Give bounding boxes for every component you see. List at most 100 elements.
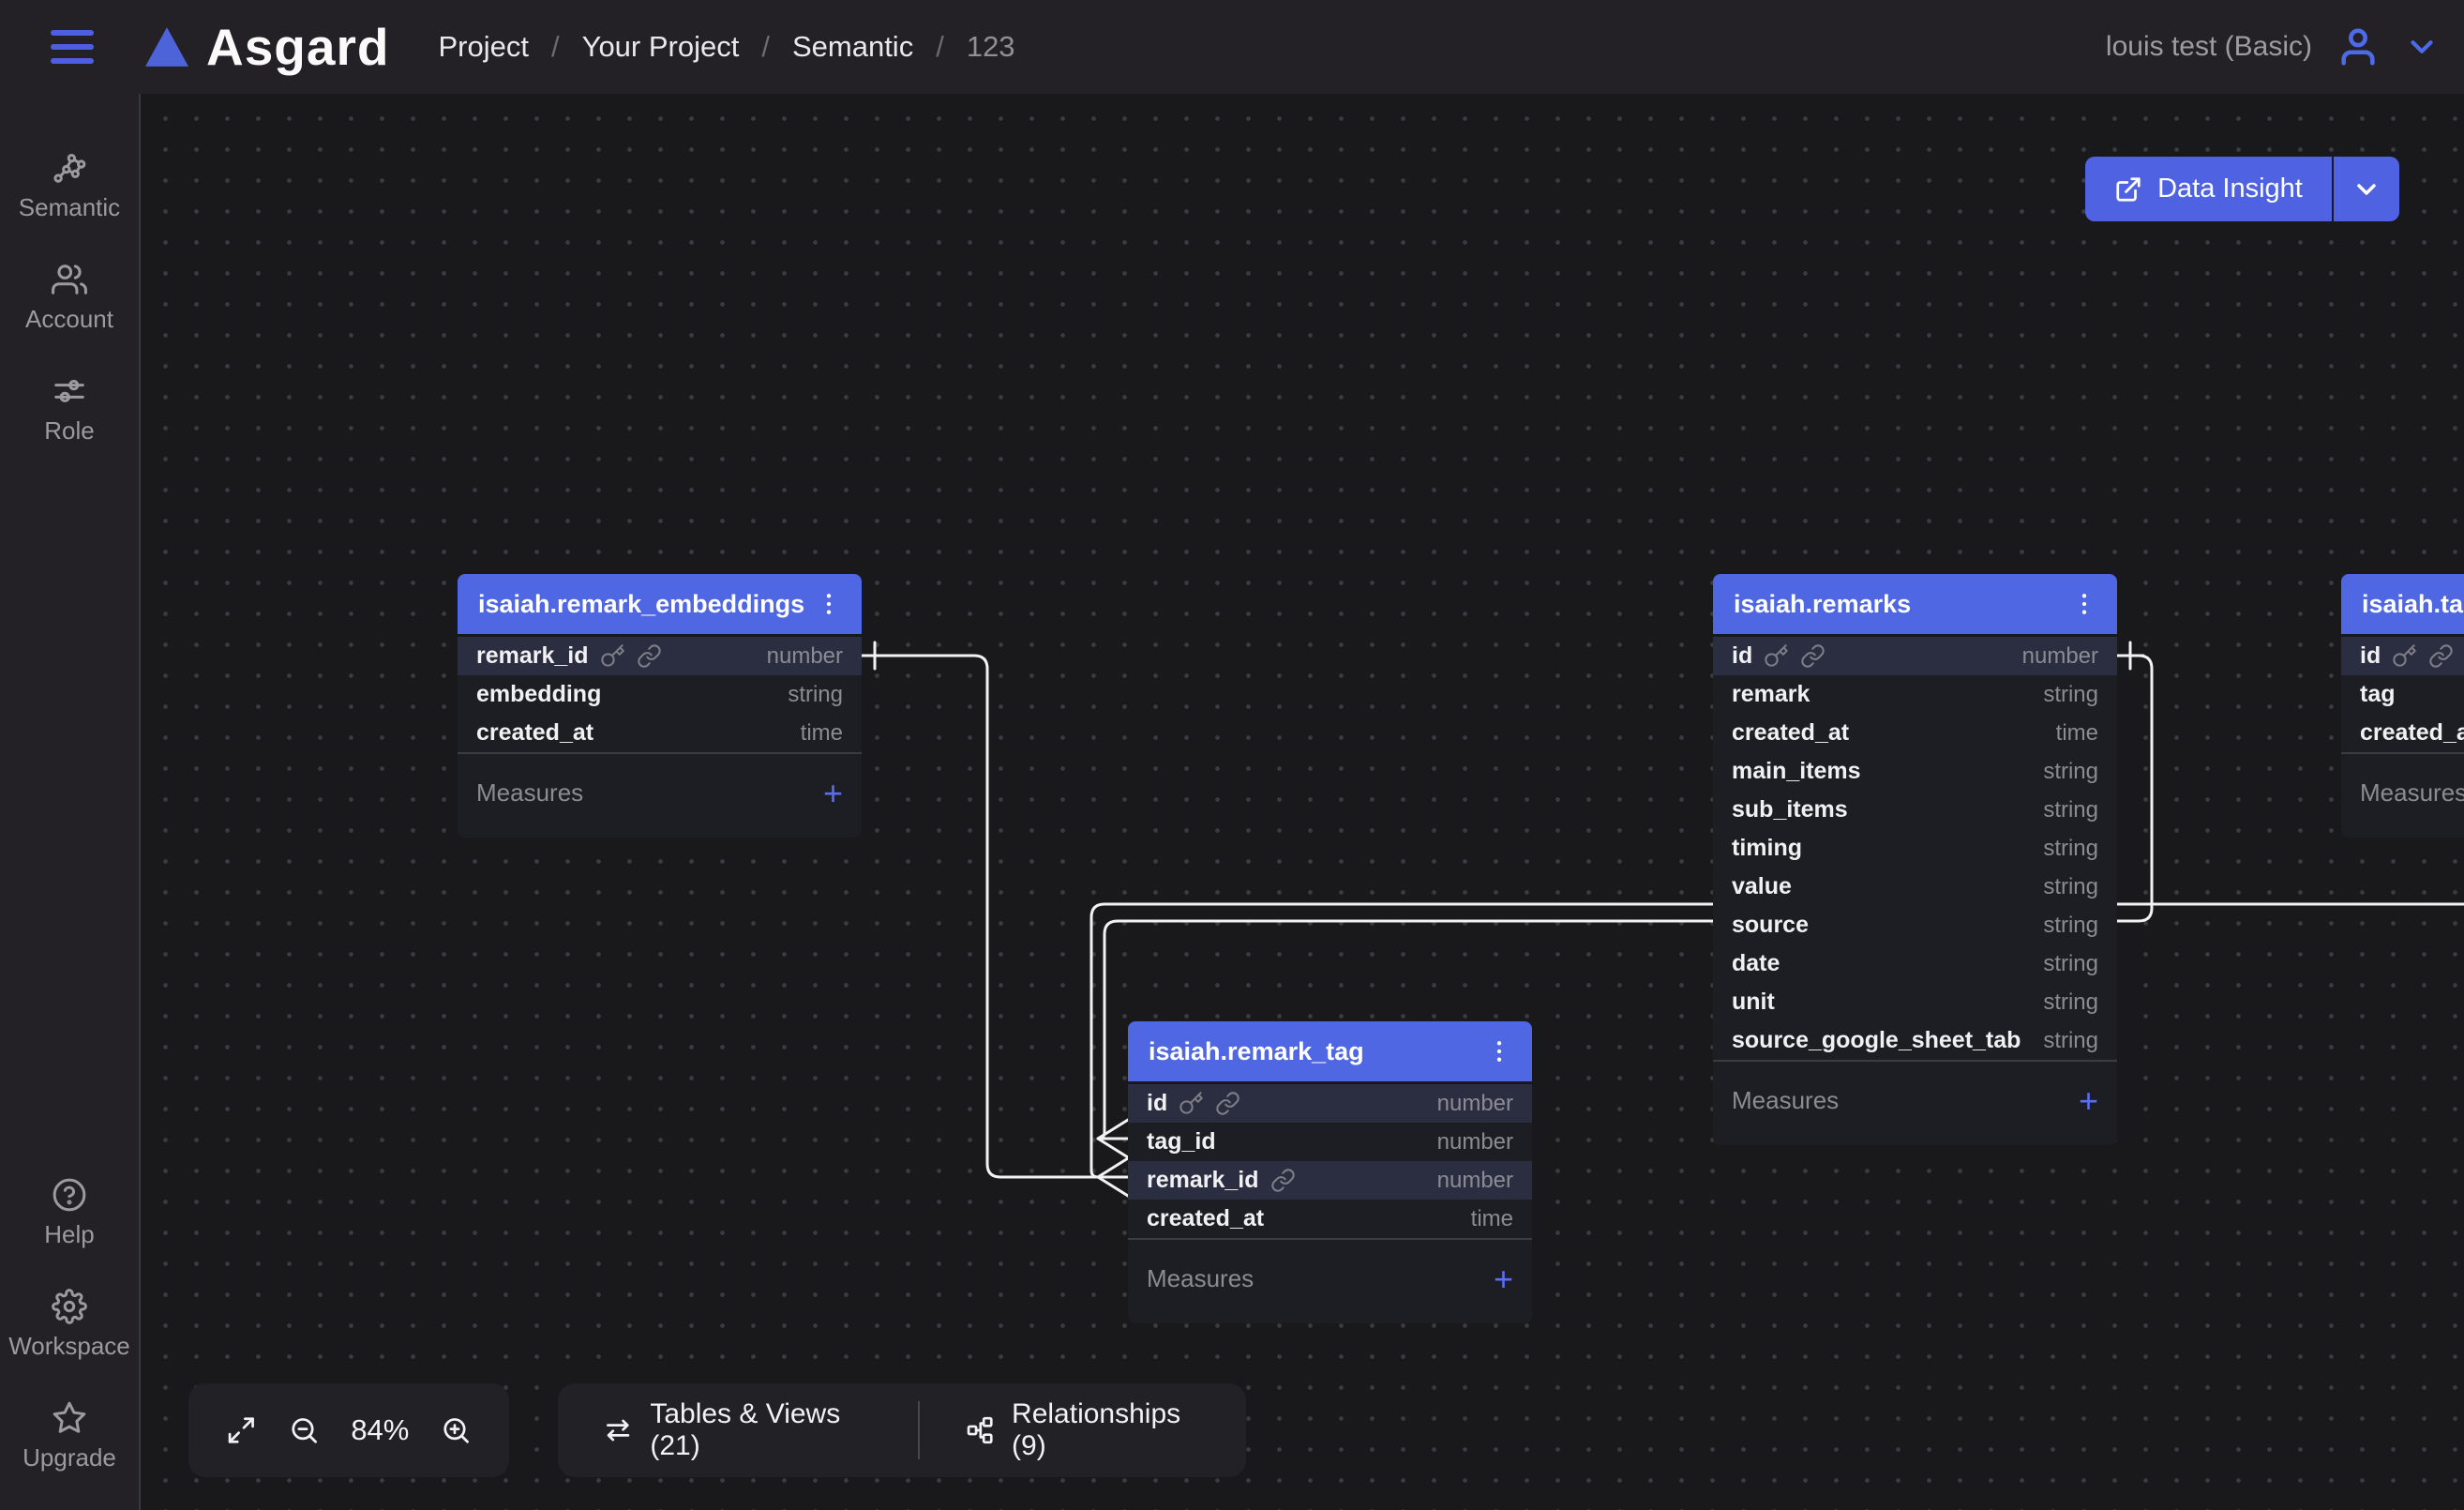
measures-label: Measures (476, 778, 584, 807)
table-card-remark-embeddings[interactable]: isaiah.remark_embeddings remark_id numbe… (458, 574, 862, 838)
kebab-menu-icon[interactable] (817, 592, 841, 616)
table-column-row[interactable]: remark string (1713, 675, 2117, 714)
foreign-key-link-icon (637, 644, 661, 668)
table-column-row[interactable]: id (2341, 637, 2464, 675)
table-header[interactable]: isaiah.tags (2341, 574, 2464, 634)
relationships-network-icon (967, 1416, 993, 1444)
data-insight-main[interactable]: Data Insight (2085, 157, 2332, 221)
table-header[interactable]: isaiah.remark_embeddings (458, 574, 862, 634)
sidebar-item-role[interactable]: Role (0, 373, 139, 445)
kebab-menu-icon[interactable] (1487, 1039, 1511, 1064)
add-measure-button[interactable]: + (2078, 1080, 2098, 1120)
breadcrumb: Project / Your Project / Semantic / 123 (439, 30, 1015, 64)
table-column-row[interactable]: timing string (1713, 829, 2117, 868)
column-name: created_at (2360, 719, 2464, 746)
data-insight-button[interactable]: Data Insight (2085, 157, 2399, 221)
table-column-row[interactable]: remark_id number (1128, 1161, 1532, 1200)
users-icon (52, 264, 87, 294)
sidebar-item-help[interactable]: Help (0, 1177, 139, 1249)
zoom-in-icon[interactable] (441, 1413, 472, 1447)
breadcrumb-separator: / (936, 30, 944, 63)
column-name: id (1732, 642, 1753, 669)
sidebar-item-upgrade[interactable]: Upgrade (0, 1400, 139, 1472)
primary-key-icon (1765, 644, 1788, 667)
table-column-row[interactable]: sub_items string (1713, 791, 2117, 829)
table-column-row[interactable]: tag_id number (1128, 1123, 1532, 1161)
measures-section: Measures + (458, 752, 862, 838)
column-type: string (788, 681, 843, 707)
diagram-canvas[interactable]: Data Insight isaiah.remark_embeddings re… (141, 94, 2464, 1510)
data-insight-dropdown[interactable] (2334, 157, 2399, 221)
table-column-row[interactable]: tag (2341, 675, 2464, 714)
table-column-row[interactable]: created_at (2341, 714, 2464, 752)
table-column-row[interactable]: created_at time (1128, 1200, 1532, 1238)
column-type: string (2043, 796, 2098, 823)
column-name: remark_id (1147, 1167, 1259, 1193)
star-icon (53, 1401, 86, 1433)
table-column-row[interactable]: unit string (1713, 983, 2117, 1021)
primary-key-icon (2393, 644, 2416, 667)
breadcrumb-your-project[interactable]: Your Project (581, 30, 740, 63)
breadcrumb-separator: / (761, 30, 770, 63)
measures-section: Measures + (1128, 1238, 1532, 1323)
column-type: number (2021, 642, 2098, 669)
column-name: value (1732, 873, 1792, 899)
add-measure-button[interactable]: + (822, 773, 843, 812)
breadcrumb-project[interactable]: Project (438, 30, 529, 63)
breadcrumb-current: 123 (966, 30, 1015, 63)
table-column-row[interactable]: id number (1713, 637, 2117, 675)
table-column-row[interactable]: embedding string (458, 675, 862, 714)
tab-tables-views[interactable]: Tables & Views (21) (603, 1398, 873, 1462)
column-name: created_at (1732, 719, 1850, 746)
column-type: string (2043, 758, 2098, 784)
user-avatar-icon[interactable] (2336, 25, 2380, 68)
edge-tags-remark-tag (1089, 902, 2464, 1179)
sidebar-item-label: Account (25, 305, 113, 333)
tab-relationships[interactable]: Relationships (9) (965, 1398, 1201, 1462)
fit-view-icon[interactable] (226, 1413, 257, 1447)
table-column-row[interactable]: date string (1713, 944, 2117, 983)
column-type: number (1436, 1128, 1513, 1155)
hamburger-menu-icon[interactable] (49, 27, 96, 67)
table-column-row[interactable]: id number (1128, 1084, 1532, 1123)
table-column-row[interactable]: created_at time (458, 714, 862, 752)
sidebar-item-label: Workspace (8, 1332, 130, 1360)
brand-name: Asgard (206, 18, 390, 76)
bottom-panel-tabs: Tables & Views (21) Relationships (9) (558, 1383, 1246, 1477)
foreign-key-link-icon (1270, 1169, 1295, 1192)
table-column-row[interactable]: created_at time (1713, 714, 2117, 752)
column-name: date (1732, 950, 1780, 976)
sidebar-item-account[interactable]: Account (0, 262, 139, 334)
table-card-remarks[interactable]: isaiah.remarks id number remark string c… (1713, 574, 2117, 1145)
primary-key-icon (600, 644, 624, 667)
table-column-row[interactable]: value string (1713, 868, 2117, 906)
table-column-row[interactable]: source_google_sheet_tab string (1713, 1021, 2117, 1060)
crow-foot-remark-id (1096, 1156, 1130, 1198)
kebab-menu-icon[interactable] (2072, 592, 2096, 616)
column-type: time (800, 719, 843, 746)
table-header[interactable]: isaiah.remarks (1713, 574, 2117, 634)
sliders-icon (54, 380, 84, 402)
user-menu[interactable]: louis test (Basic) (2106, 25, 2440, 68)
pill-divider (917, 1401, 920, 1459)
column-type: string (2043, 681, 2098, 707)
table-column-row[interactable]: remark_id number (458, 637, 862, 675)
column-type: string (2043, 835, 2098, 861)
table-header[interactable]: isaiah.remark_tag (1128, 1021, 1532, 1081)
table-column-row[interactable]: source string (1713, 906, 2117, 944)
sidebar-item-workspace[interactable]: Workspace (0, 1289, 139, 1361)
sidebar-item-semantic[interactable]: Semantic (0, 150, 139, 222)
data-insight-label: Data Insight (2157, 174, 2303, 204)
table-title: isaiah.remark_embeddings (478, 589, 805, 618)
table-card-tags[interactable]: isaiah.tags id tag created_at Measures + (2341, 574, 2464, 838)
add-measure-button[interactable]: + (1493, 1259, 1513, 1298)
table-title: isaiah.remarks (1734, 589, 1912, 618)
table-column-row[interactable]: main_items string (1713, 752, 2117, 791)
table-card-remark-tag[interactable]: isaiah.remark_tag id number tag_id numbe… (1128, 1021, 1532, 1323)
column-name: source_google_sheet_tab (1732, 1027, 2021, 1053)
zoom-out-icon[interactable] (289, 1413, 320, 1447)
chevron-down-icon[interactable] (2404, 29, 2440, 65)
column-type: string (2043, 912, 2098, 938)
foreign-key-link-icon (2429, 644, 2453, 668)
breadcrumb-semantic[interactable]: Semantic (791, 30, 914, 63)
